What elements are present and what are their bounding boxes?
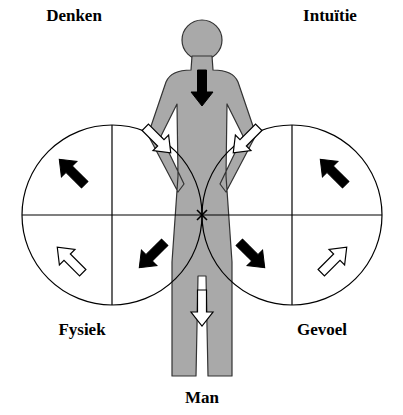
quadrant-label: Intuïtie: [303, 6, 357, 26]
centre-mark: [197, 210, 207, 220]
quadrant-label: Denken: [46, 6, 102, 26]
white-arrows: [49, 119, 354, 326]
black-arrows: [51, 70, 353, 276]
quadrant-label: Man: [185, 388, 219, 408]
quadrant-label: Fysiek: [58, 320, 105, 340]
human-figure: [148, 20, 256, 376]
quadrant-circles: [22, 125, 382, 305]
quadrant-label: Gevoel: [297, 320, 347, 340]
